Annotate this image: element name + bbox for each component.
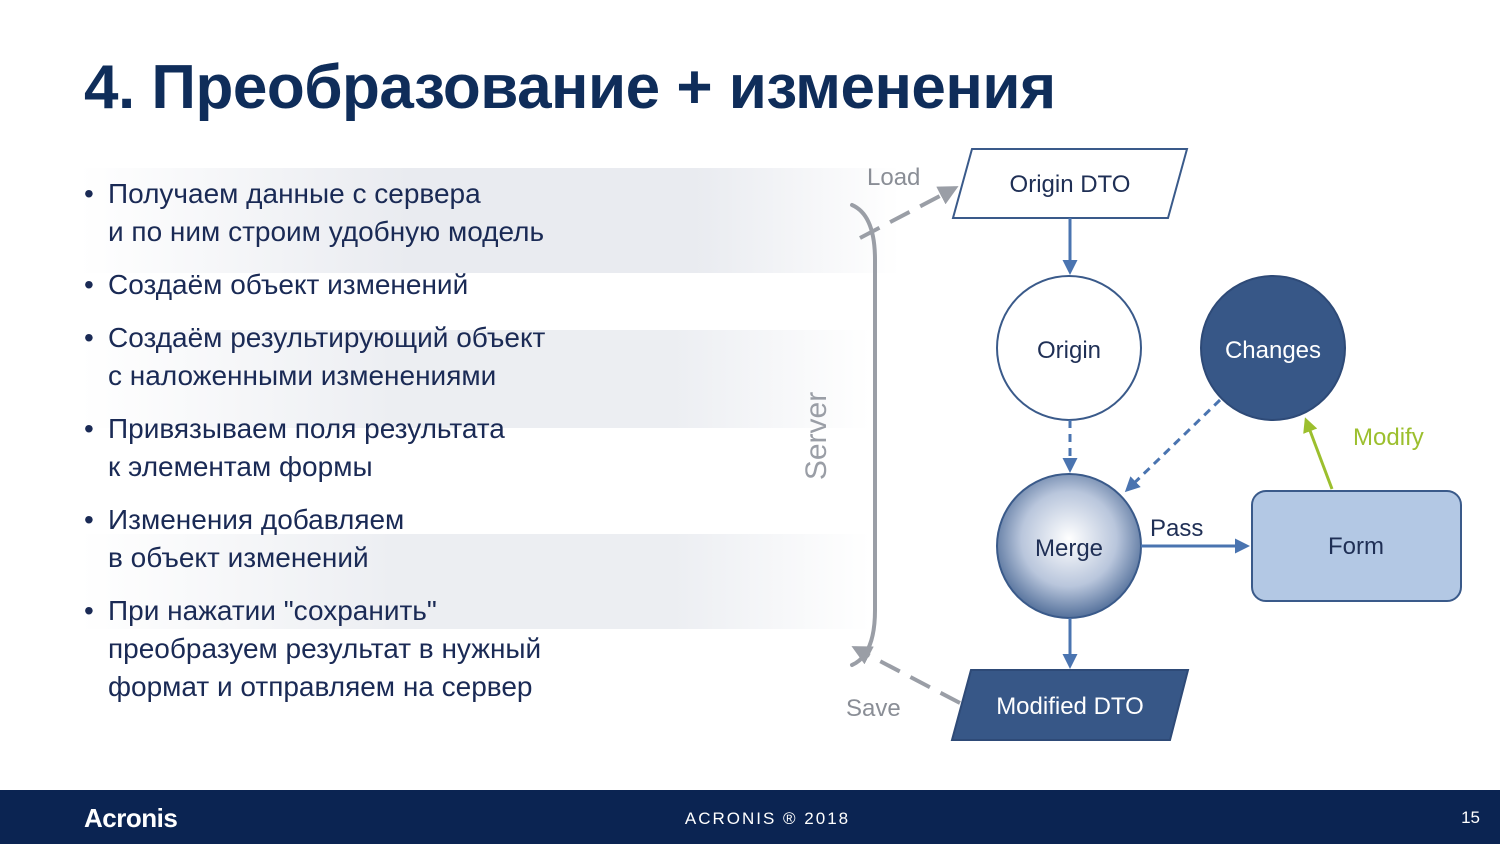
highlight-band	[80, 534, 870, 629]
bullet-line: Привязываем поля результата	[108, 413, 505, 444]
changes-node	[1200, 275, 1346, 421]
save-label: Save	[846, 695, 901, 722]
page-number: 15	[1461, 808, 1480, 827]
bullet-item: • Создаём результирующий объект с наложенн…	[84, 319, 724, 395]
changes-label: Changes	[1225, 337, 1321, 364]
form-node	[1251, 490, 1462, 602]
arrow-form-changes	[1303, 417, 1334, 490]
bullet-line: При нажатии "сохранить"	[108, 595, 437, 626]
slide-title: 4. Преобразование + изменения	[84, 53, 1056, 122]
bullet-line: Создаём объект изменений	[108, 269, 469, 300]
origin-dto-node	[951, 148, 1189, 219]
bullet-line: к элементам формы	[108, 451, 373, 482]
acronis-logo: Acronis	[84, 803, 178, 833]
bullet-line: Получаем данные с сервера	[108, 178, 481, 209]
origin-label: Origin	[1037, 337, 1101, 364]
bullet-list: • Получаем данные с сервера и по ним строи…	[84, 175, 724, 721]
bullet-line: и по ним строим удобную модель	[108, 216, 545, 247]
data-flow-diagram: Server Load Save Origin DTO Origin Chang…	[800, 148, 1462, 741]
server-bracket	[850, 203, 877, 667]
bullet-dot: •	[84, 322, 94, 353]
origin-dto-label: Origin DTO	[1010, 171, 1131, 198]
bullet-line: в объект изменений	[108, 542, 369, 573]
modify-label: Modify	[1353, 424, 1424, 451]
bullet-item: • Изменения добавляем в объект изменений	[84, 501, 724, 577]
bullet-dot: •	[84, 269, 94, 300]
bullet-line: с наложенными изменениями	[108, 360, 497, 391]
bullet-dot: •	[84, 504, 94, 535]
load-label: Load	[867, 164, 920, 191]
footer-bar: Acronis ACRONIS ® 2018 15	[0, 790, 1500, 844]
arrow-changes-merge	[1124, 398, 1222, 493]
bullet-dot: •	[84, 178, 94, 209]
bullet-dot: •	[84, 413, 94, 444]
bullet-line: Создаём результирующий объект	[108, 322, 546, 353]
bullet-line: формат и отправляем на сервер	[108, 671, 533, 702]
footer-copyright: ACRONIS ® 2018	[684, 809, 851, 828]
form-label: Form	[1328, 533, 1384, 560]
modified-dto-label: Modified DTO	[996, 693, 1144, 720]
pass-label: Pass	[1150, 515, 1203, 542]
bullet-item: • Получаем данные с сервера и по ним строи…	[84, 175, 724, 251]
modified-dto-node	[950, 669, 1190, 741]
bullet-item: • При нажатии "сохранить" преобразуем резу…	[84, 592, 724, 706]
load-arrow	[859, 186, 959, 240]
bullet-item: • Привязываем поля результата к элементам …	[84, 410, 724, 486]
server-label: Server	[800, 392, 833, 480]
merge-label: Merge	[1035, 535, 1103, 562]
save-arrow	[851, 646, 961, 705]
highlight-band	[80, 168, 900, 273]
bullet-item: • Создаём объект изменений	[84, 266, 724, 304]
bullet-line: Изменения добавляем	[108, 504, 405, 535]
bullet-dot: •	[84, 595, 94, 626]
highlight-band	[80, 330, 870, 428]
bullet-line: преобразуем результат в нужный	[108, 633, 542, 664]
